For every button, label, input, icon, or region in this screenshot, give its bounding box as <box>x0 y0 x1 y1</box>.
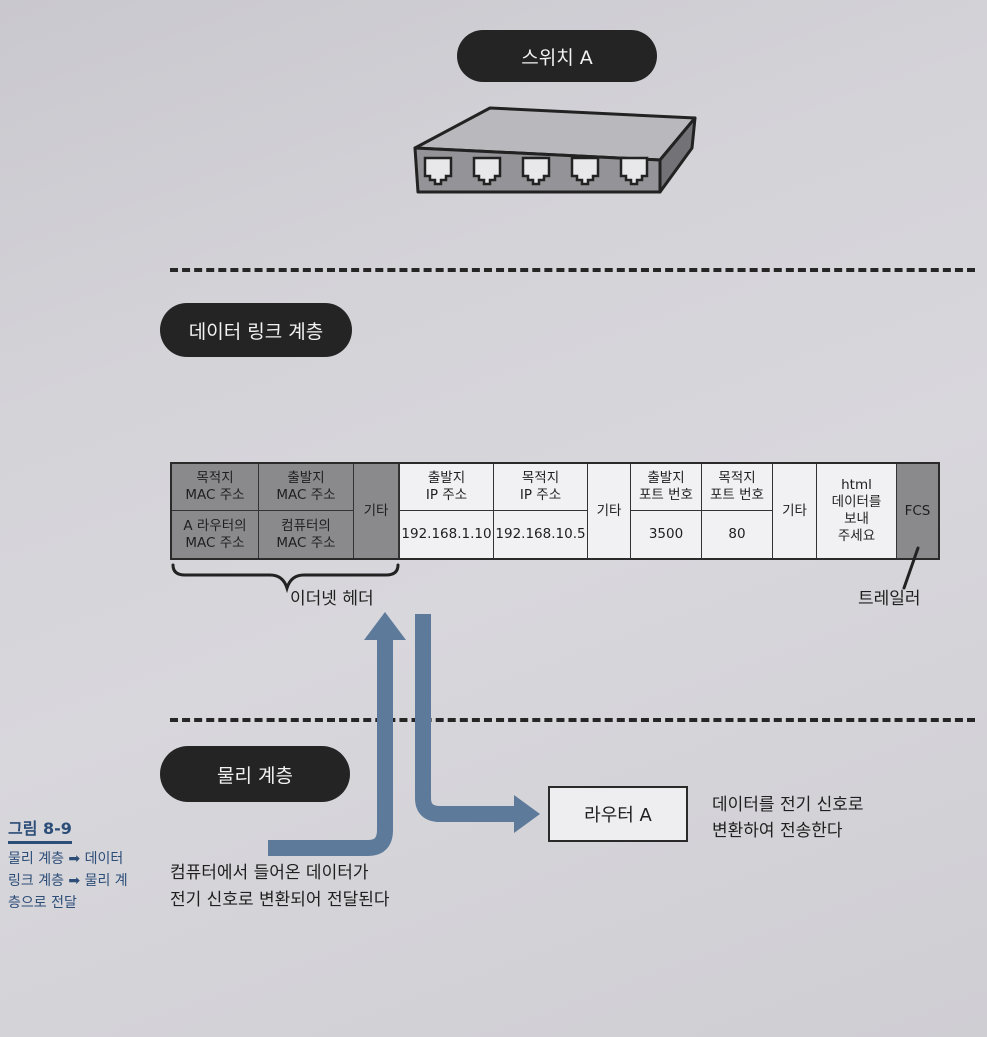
etc-field-ip: 기타 <box>588 464 631 558</box>
datalink-layer-label: 데이터 링크 계층 <box>160 303 352 357</box>
ethernet-port-icon <box>570 156 600 186</box>
etc-field-ethernet: 기타 <box>354 464 400 558</box>
src-ip-header: 출발지 IP 주소 <box>400 464 494 511</box>
fcs-field: FCS <box>897 464 938 558</box>
payload-data: html 데이터를 보내 주세요 <box>817 464 897 558</box>
src-mac-header: 출발지 MAC 주소 <box>259 464 354 511</box>
ethernet-port-icon <box>521 156 551 186</box>
src-mac-value: 컴퓨터의 MAC 주소 <box>259 511 354 558</box>
figure-caption: 그림 8-9 물리 계층 ➡ 데이터 링크 계층 ➡ 물리 계 층으로 전달 <box>8 818 128 911</box>
src-port-header: 출발지 포트 번호 <box>631 464 702 511</box>
arrow-down-to-router <box>415 614 520 822</box>
ethernet-port-icon <box>619 156 649 186</box>
ethernet-port-icon <box>472 156 502 186</box>
arrow-up-head <box>364 612 406 640</box>
dst-port-value: 80 <box>702 511 773 558</box>
dst-mac-header: 목적지 MAC 주소 <box>172 464 259 511</box>
trailer-pointer-line <box>902 546 920 590</box>
layer-divider-top <box>170 268 975 272</box>
arrow-right-head <box>514 795 540 833</box>
trailer-label: 트레일러 <box>858 589 921 609</box>
switch-ports <box>423 156 649 186</box>
dst-ip-header: 목적지 IP 주소 <box>494 464 588 511</box>
ethernet-port-icon <box>423 156 453 186</box>
etc-field-transport: 기타 <box>773 464 817 558</box>
physical-layer-label: 물리 계층 <box>160 746 350 802</box>
src-port-value: 3500 <box>631 511 702 558</box>
ethernet-header-label: 이더넷 헤더 <box>290 589 374 609</box>
dst-port-header: 목적지 포트 번호 <box>702 464 773 511</box>
dst-ip-value: 192.168.10.5 <box>494 511 588 558</box>
router-a-box: 라우터 A <box>548 786 688 842</box>
switch-label: 스위치 A <box>457 30 657 82</box>
ethernet-header-brace <box>171 563 400 594</box>
router-note: 데이터를 전기 신호로 변환하여 전송한다 <box>712 795 864 841</box>
src-ip-value: 192.168.1.10 <box>400 511 494 558</box>
arrow-up-to-datalink <box>268 632 393 856</box>
dst-mac-value: A 라우터의 MAC 주소 <box>172 511 259 558</box>
computer-note: 컴퓨터에서 들어온 데이터가 전기 신호로 변환되어 전달된다 <box>170 863 390 910</box>
layer-divider-bottom <box>170 718 975 722</box>
ethernet-frame: 목적지 MAC 주소 A 라우터의 MAC 주소 출발지 MAC 주소 컴퓨터의… <box>170 462 940 560</box>
figure-title: 그림 8-9 <box>8 818 72 844</box>
